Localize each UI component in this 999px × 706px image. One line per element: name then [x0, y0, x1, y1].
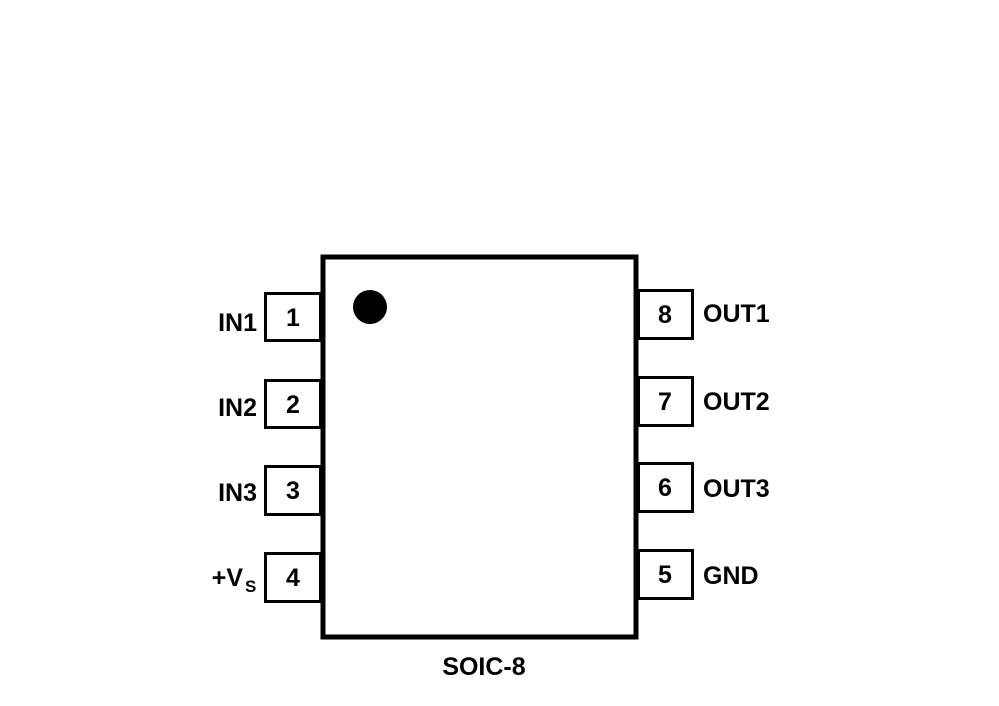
- pin1-indicator-dot: [353, 290, 387, 324]
- pin-box: [637, 462, 694, 513]
- pin-number: 8: [658, 301, 672, 329]
- pin-label: +V: [212, 564, 244, 592]
- pin-label: IN3: [218, 479, 257, 507]
- pin-box: [637, 289, 694, 340]
- pin-box: [264, 465, 322, 516]
- pin-7: 7 OUT2: [637, 376, 770, 427]
- pin-number: 4: [286, 564, 300, 592]
- pin-8: 8 OUT1: [637, 289, 770, 340]
- pin-5: 5 GND: [637, 549, 759, 600]
- pin-label: GND: [703, 562, 759, 590]
- pin-box: [264, 292, 322, 342]
- pin-6: 6 OUT3: [637, 462, 770, 513]
- package-label: SOIC-8: [442, 653, 525, 681]
- pin-label: IN1: [218, 309, 257, 337]
- pin-label: OUT3: [703, 475, 770, 503]
- pin-label: IN2: [218, 394, 257, 422]
- pin-number: 5: [658, 561, 672, 589]
- pin-box: [264, 552, 322, 603]
- pin-number: 1: [286, 304, 300, 332]
- pin-label: OUT2: [703, 388, 770, 416]
- pin-box: [264, 379, 322, 429]
- pin-2: 2 IN2: [218, 379, 322, 429]
- pin-box: [637, 549, 694, 600]
- pin-label: OUT1: [703, 300, 770, 328]
- pin-number: 6: [658, 474, 672, 502]
- pin-3: 3 IN3: [218, 465, 322, 516]
- pin-number: 2: [286, 391, 300, 419]
- ic-body: [320, 254, 639, 640]
- pin-1: 1 IN1: [218, 292, 322, 342]
- pin-number: 7: [658, 388, 672, 416]
- pin-label-subscript: S: [245, 577, 256, 596]
- pin-box: [637, 376, 694, 427]
- pin-number: 3: [286, 477, 300, 505]
- pin-4: 4 +V S: [212, 552, 322, 603]
